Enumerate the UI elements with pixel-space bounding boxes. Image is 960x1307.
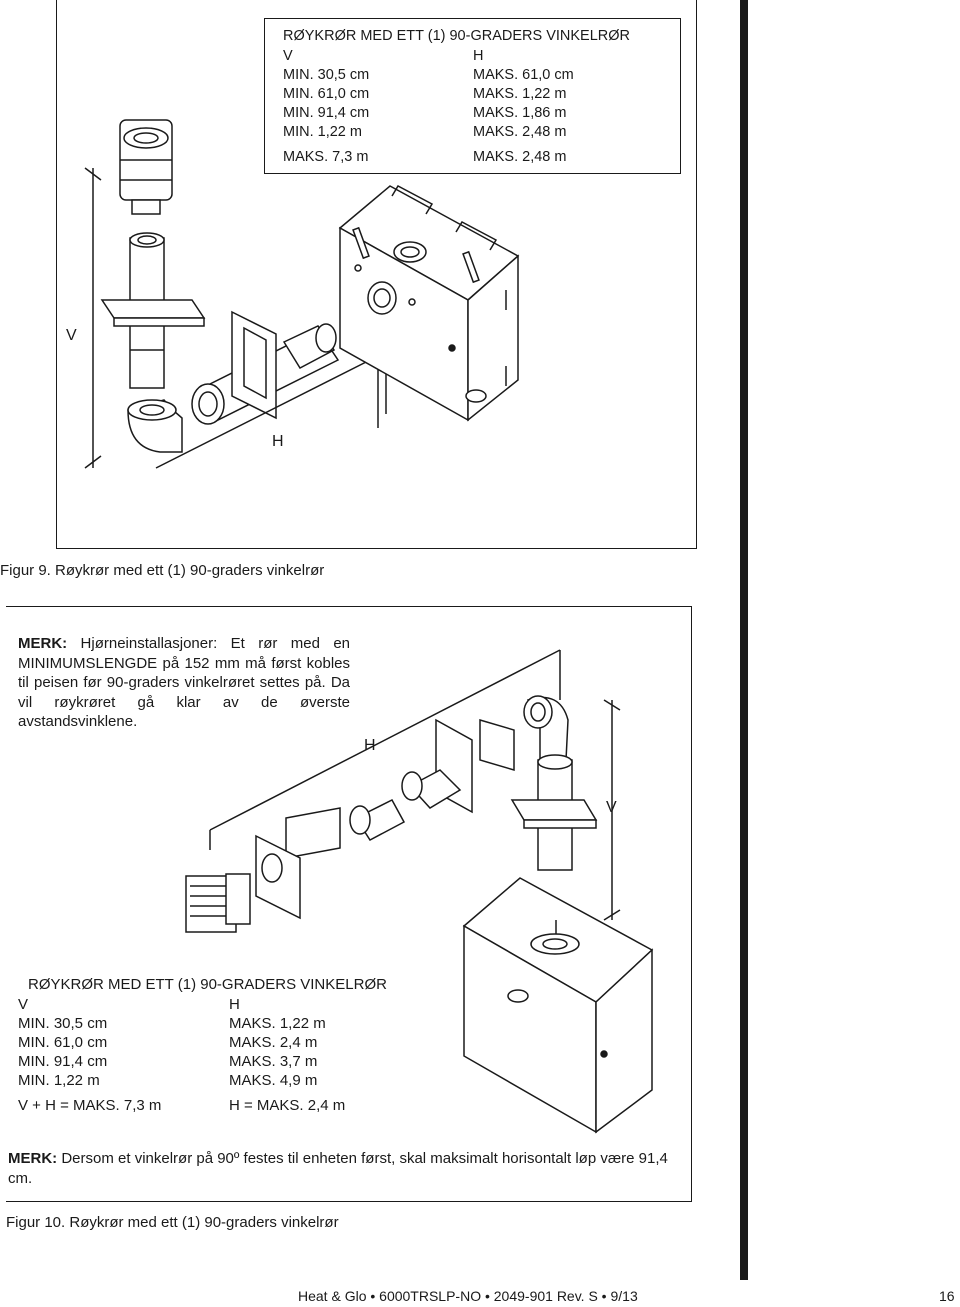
spec-cell: MIN. 30,5 cm <box>283 67 370 83</box>
spec-cell: MAKS. 1,86 m <box>473 105 567 121</box>
dimension-label-h: H <box>364 737 376 754</box>
note-label: MERK: <box>8 1150 58 1167</box>
dimension-label-v: V <box>606 799 617 816</box>
spec-col-h: H MAKS. 61,0 cm MAKS. 1,22 m MAKS. 1,86 … <box>473 47 574 167</box>
spec-col-header: V <box>283 48 293 64</box>
figure-9-illustration: V H <box>66 119 520 469</box>
figure-9-caption: Figur 9. Røykrør med ett (1) 90-graders … <box>0 562 325 579</box>
spec-cell: MIN. 30,5 cm <box>18 1015 108 1032</box>
spec-col-header: H <box>229 996 240 1013</box>
figure-10-note: MERK: Hjørneinstallasjoner: Et rør med e… <box>18 634 350 732</box>
figure-10-illustration: H V <box>185 649 654 1134</box>
spec-cell: MIN. 61,0 cm <box>283 86 370 102</box>
spec-col-v: V MIN. 30,5 cm MIN. 61,0 cm MIN. 91,4 cm… <box>18 995 161 1115</box>
spec-cell: MAKS. 3,7 m <box>229 1053 318 1070</box>
page-number: 16 <box>939 1288 955 1304</box>
spec-total: H = MAKS. 2,4 m <box>229 1097 346 1114</box>
spec-cell: MIN. 1,22 m <box>283 124 362 140</box>
spec-cell: MIN. 61,0 cm <box>18 1034 108 1051</box>
spec-cell: MAKS. 1,22 m <box>473 86 567 102</box>
page-side-bar <box>740 0 748 1280</box>
figure-9-frame <box>56 0 697 549</box>
spec-cell: MAKS. 4,9 m <box>229 1072 318 1089</box>
note-label: MERK: <box>18 635 68 652</box>
figure-9-spec-table: RØYKRØR MED ETT (1) 90-GRADERS VINKELRØR… <box>264 18 681 174</box>
spec-total: MAKS. 7,3 m <box>283 149 369 165</box>
spec-cell: MIN. 91,4 cm <box>283 105 370 121</box>
note-text: Dersom et vinkelrør på 90º festes til en… <box>8 1150 668 1187</box>
page-footer: Heat & Glo • 6000TRSLP-NO • 2049-901 Rev… <box>298 1288 638 1304</box>
spec-total: MAKS. 2,48 m <box>473 149 567 165</box>
note-text: Hjørneinstallasjoner: Et rør med en MINI… <box>18 635 350 730</box>
spec-cell: MAKS. 61,0 cm <box>473 67 574 83</box>
spec-cell: MAKS. 2,48 m <box>473 124 567 140</box>
spec-cell: MAKS. 1,22 m <box>229 1015 326 1032</box>
figure-10-caption: Figur 10. Røykrør med ett (1) 90-graders… <box>6 1214 339 1231</box>
dimension-label-h: H <box>272 433 284 450</box>
spec-total: V + H = MAKS. 7,3 m <box>18 1097 162 1114</box>
spec-col-header: H <box>473 48 484 64</box>
spec-col-h: H MAKS. 1,22 m MAKS. 2,4 m MAKS. 3,7 m M… <box>229 995 345 1115</box>
spec-cell: MAKS. 2,4 m <box>229 1034 318 1051</box>
spec-col-header: V <box>18 996 29 1013</box>
spec-cell: MIN. 91,4 cm <box>18 1053 108 1070</box>
spec-cell: MIN. 1,22 m <box>18 1072 100 1089</box>
figure-10-frame <box>6 606 692 1202</box>
spec-table-title: RØYKRØR MED ETT (1) 90-GRADERS VINKELRØR <box>28 976 387 993</box>
spec-table-title: RØYKRØR MED ETT (1) 90-GRADERS VINKELRØR <box>283 28 630 44</box>
figure-10-note-2: MERK: Dersom et vinkelrør på 90º festes … <box>8 1149 688 1189</box>
spec-col-v: V MIN. 30,5 cm MIN. 61,0 cm MIN. 91,4 cm… <box>283 47 369 167</box>
dimension-label-v: V <box>66 327 77 344</box>
